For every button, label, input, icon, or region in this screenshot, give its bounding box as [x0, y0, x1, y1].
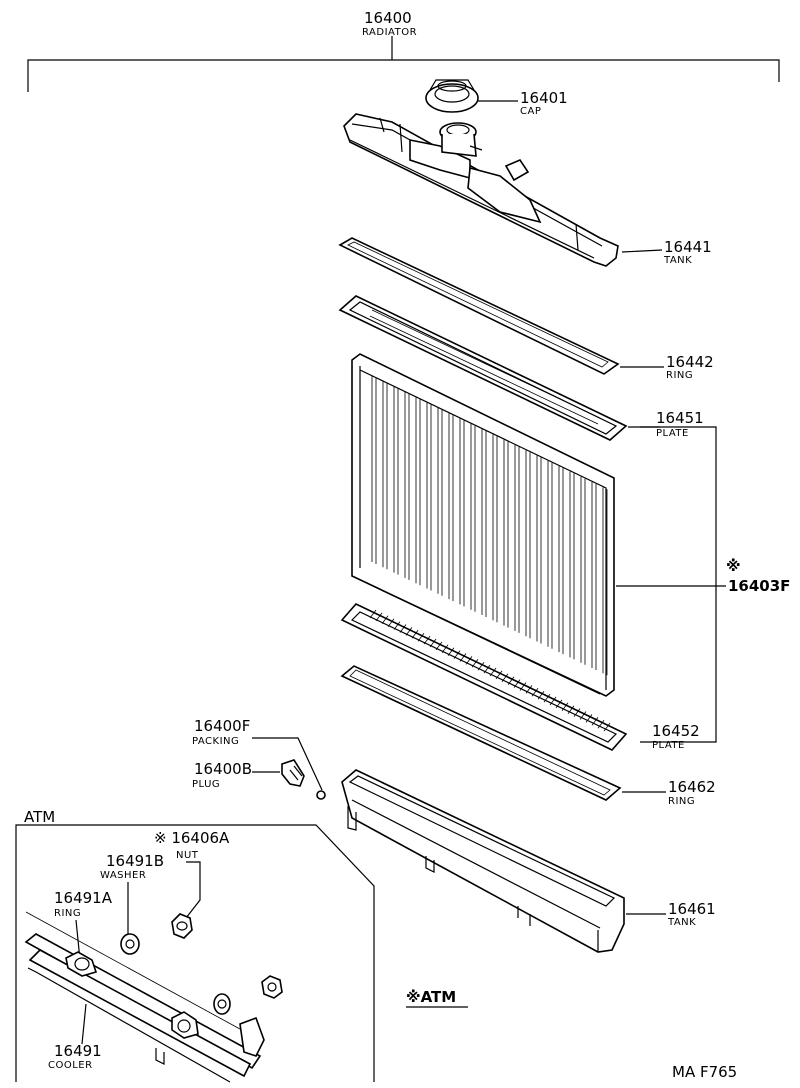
cooler-number: 16491 — [54, 1042, 102, 1060]
core-mark: ※ — [726, 557, 741, 575]
lower-ring-number: 16462 — [668, 778, 716, 796]
packing-number: 16400F — [194, 717, 250, 735]
radiator-name: RADIATOR — [362, 27, 417, 38]
figure-code: MA F765 — [672, 1063, 737, 1081]
lower-ring-drawing — [340, 665, 622, 801]
lower-tank-number: 16461 — [668, 900, 716, 918]
plug-number: 16400B — [194, 760, 252, 778]
radiator-core-drawing — [351, 353, 615, 697]
radiator-number: 16400 — [364, 9, 412, 27]
upper-plate-drawing — [338, 295, 628, 441]
radiator-bracket — [27, 36, 780, 92]
plug-name: PLUG — [192, 779, 220, 790]
atm-box — [15, 824, 375, 1082]
nut-name: NUT — [176, 850, 199, 861]
lower-plate-number: 16452 — [652, 722, 700, 740]
lower-ring-name: RING — [668, 796, 695, 807]
oil-cooler-drawing — [24, 911, 283, 1083]
atm-box-label: ATM — [24, 808, 55, 826]
cooler-ring-number: 16491A — [54, 889, 113, 907]
nut-number: ※ 16406A — [154, 829, 230, 847]
lower-plate-drawing — [340, 603, 628, 751]
cap-number: 16401 — [520, 89, 568, 107]
cooler-ring-name: RING — [54, 908, 81, 919]
lower-tank-drawing — [341, 769, 625, 953]
core-number: 16403F — [728, 577, 790, 595]
upper-tank-number: 16441 — [664, 238, 712, 256]
washer-number: 16491B — [106, 852, 164, 870]
upper-ring-number: 16442 — [666, 353, 714, 371]
lower-plate-name: PLATE — [652, 740, 685, 751]
washer-name: WASHER — [100, 870, 146, 881]
upper-ring-drawing — [338, 237, 620, 375]
nut-drawing — [171, 913, 193, 939]
atm-note: ※ATM — [406, 988, 456, 1006]
upper-ring-name: RING — [666, 370, 693, 381]
washer-drawing — [120, 933, 140, 955]
packing-name: PACKING — [192, 736, 239, 747]
cooler-name: COOLER — [48, 1060, 93, 1071]
upper-tank-drawing — [343, 113, 619, 267]
upper-tank-name: TANK — [663, 255, 692, 266]
radiator-cap-drawing — [425, 79, 479, 113]
plug-drawing — [281, 759, 305, 787]
packing-drawing — [316, 790, 326, 800]
upper-plate-name: PLATE — [656, 428, 689, 439]
cap-name: CAP — [520, 106, 541, 117]
upper-plate-number: 16451 — [656, 409, 704, 427]
lower-tank-name: TANK — [667, 917, 696, 928]
